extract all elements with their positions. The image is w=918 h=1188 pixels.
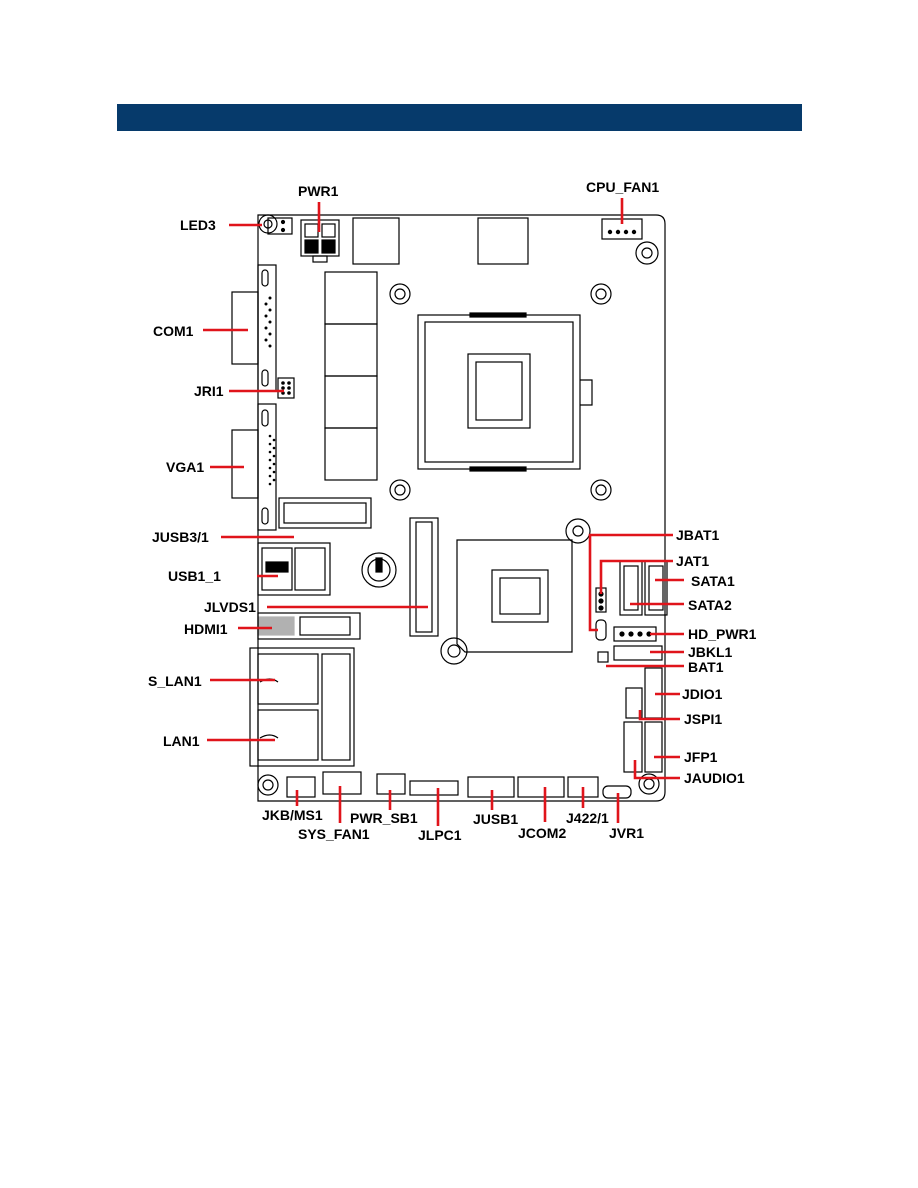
label-jaudio1: JAUDIO1 xyxy=(684,770,745,786)
bottom-pin-headers xyxy=(286,771,632,799)
jbkl1-header xyxy=(597,645,663,663)
label-pwr1: PWR1 xyxy=(298,183,339,199)
label-jvr1: JVR1 xyxy=(609,825,644,841)
label-jlvds1: JLVDS1 xyxy=(204,599,256,615)
label-jusb3-1: JUSB3/1 xyxy=(152,529,209,545)
pwr1-connector xyxy=(300,219,340,263)
label-sata2: SATA2 xyxy=(688,597,732,613)
mounting-holes xyxy=(257,214,660,796)
label-jbkl1: JBKL1 xyxy=(688,644,733,660)
label-hdmi1: HDMI1 xyxy=(184,621,228,637)
pch-chip xyxy=(456,539,573,653)
label-sata1: SATA1 xyxy=(691,573,735,589)
label-jbat1: JBAT1 xyxy=(676,527,720,543)
component-labels: PWR1 CPU_FAN1 LED3 COM1 JRI1 VGA1 JUSB3/… xyxy=(148,179,757,843)
label-j422-1: J422/1 xyxy=(566,810,609,826)
label-usb1-1: USB1_1 xyxy=(168,568,221,584)
top-chip-left xyxy=(352,217,400,265)
label-jcom2: JCOM2 xyxy=(518,825,566,841)
label-led3: LED3 xyxy=(180,217,216,233)
jlvds1-connector xyxy=(409,517,439,637)
label-jri1: JRI1 xyxy=(194,383,224,399)
hd-pwr1-header xyxy=(613,626,657,642)
jat1-jbat1-headers xyxy=(595,587,607,641)
cpu-socket xyxy=(417,312,593,472)
hdmi1-port xyxy=(257,612,361,640)
board-outline xyxy=(257,214,666,802)
jusb3-1-header xyxy=(278,497,372,529)
vga1-port xyxy=(231,403,277,531)
com1-port xyxy=(231,264,277,392)
label-jlpc1: JLPC1 xyxy=(418,827,462,843)
label-cpu-fan1: CPU_FAN1 xyxy=(586,179,659,195)
top-chip-right xyxy=(477,217,529,265)
battery-cell xyxy=(361,552,397,588)
label-jdio1: JDIO1 xyxy=(682,686,723,702)
label-s-lan1: S_LAN1 xyxy=(148,673,202,689)
label-com1: COM1 xyxy=(153,323,194,339)
label-jspi1: JSPI1 xyxy=(684,711,722,727)
label-pwr-sb1: PWR_SB1 xyxy=(350,810,418,826)
label-vga1: VGA1 xyxy=(166,459,204,475)
led3-header xyxy=(267,217,293,235)
usb1-1-port xyxy=(257,542,331,596)
jri1-header xyxy=(277,377,295,399)
label-jfp1: JFP1 xyxy=(684,749,718,765)
lan-block xyxy=(249,647,355,767)
label-sys-fan1: SYS_FAN1 xyxy=(298,826,370,842)
section-header-bar xyxy=(117,104,802,131)
label-bat1: BAT1 xyxy=(688,659,724,675)
sata-connectors xyxy=(619,560,668,616)
label-jusb1: JUSB1 xyxy=(473,811,518,827)
label-lan1: LAN1 xyxy=(163,733,200,749)
leader-lines xyxy=(203,198,684,826)
label-jat1: JAT1 xyxy=(676,553,709,569)
label-jkb-ms1: JKB/MS1 xyxy=(262,807,323,823)
label-hd-pwr1: HD_PWR1 xyxy=(688,626,757,642)
dimm-chips xyxy=(324,271,378,481)
